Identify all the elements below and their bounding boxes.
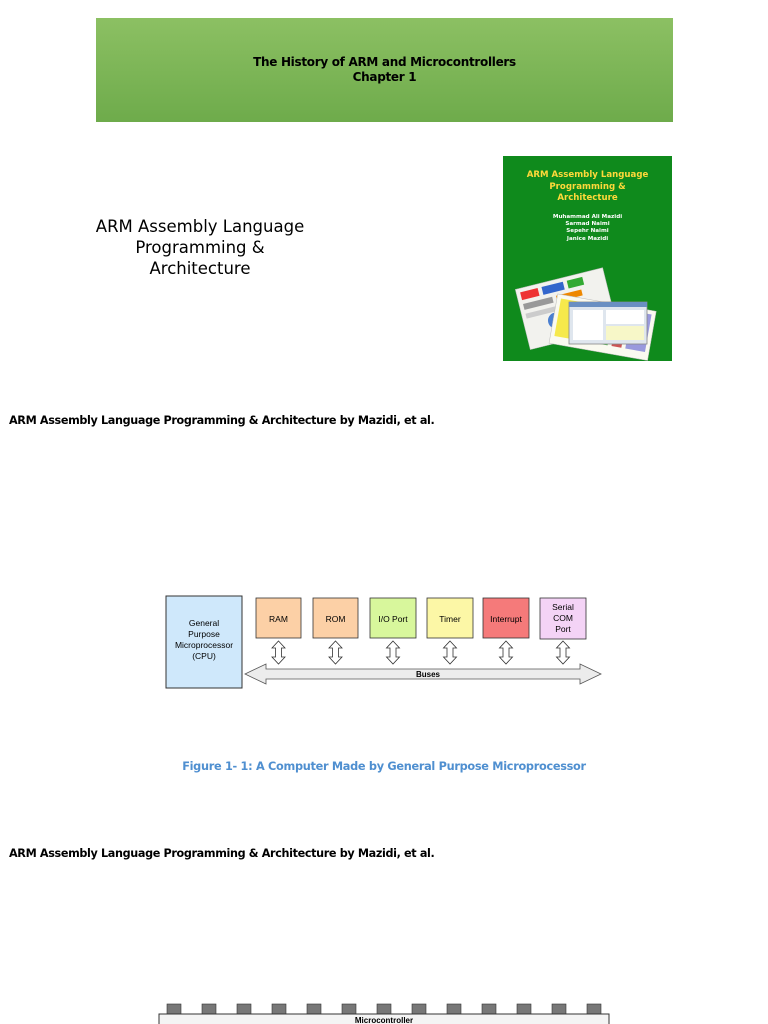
cpu-box: [165, 595, 243, 689]
serial-com-box: [539, 597, 587, 640]
bus-label: Buses: [416, 670, 441, 679]
cover-title: ARM Assembly Language Programming & Arch…: [503, 170, 672, 205]
source-caption-1: ARM Assembly Language Programming & Arch…: [9, 414, 435, 427]
chapter-banner: The History of ARM and Microcontrollers …: [96, 18, 673, 122]
cover-authors: Muhammad Ali Mazidi Sarmad Naimi Sepehr …: [503, 214, 672, 243]
source-caption-2: ARM Assembly Language Programming & Arch…: [9, 847, 435, 860]
cover-title-line-1: ARM Assembly Language: [526, 170, 649, 180]
serial-bus-arrow: [555, 640, 571, 665]
cover-author-1: Muhammad Ali Mazidi: [552, 214, 623, 220]
chapter-number: Chapter 1: [352, 70, 417, 84]
microcontroller-pins: [166, 1003, 602, 1015]
timer-box: [426, 597, 474, 639]
serial-label-2: COM: [553, 613, 573, 623]
rom-label: ROM: [326, 614, 346, 624]
serial-label-3: Port: [555, 624, 571, 634]
book-title-line-1: ARM Assembly Language: [95, 217, 305, 236]
ram-label: RAM: [269, 614, 288, 624]
timer-label: Timer: [439, 614, 461, 624]
cover-author-3: Sepehr Naimi: [566, 228, 609, 235]
cover-author-4: Janice Mazidi: [566, 235, 609, 242]
interrupt-label: Interrupt: [490, 614, 522, 624]
rom-box: [312, 597, 359, 639]
book-title-line-2: Programming &: [135, 238, 265, 257]
cpu-label-3: Microprocessor: [175, 640, 233, 650]
figure-1-diagram: General Purpose Microprocessor (CPU) RAM…: [165, 595, 602, 689]
cpu-label-2: Purpose: [188, 629, 220, 639]
ram-box: [255, 597, 302, 639]
cover-title-line-3: Architecture: [557, 193, 618, 203]
cpu-label-1: General: [189, 618, 219, 628]
book-title: ARM Assembly Language Programming & Arch…: [90, 216, 310, 279]
microcontroller-box: [158, 1013, 610, 1024]
microcontroller-label: Microcontroller: [355, 1016, 413, 1024]
microcontroller-diagram: Microcontroller: [158, 1003, 610, 1024]
interrupt-bus-arrow: [498, 640, 514, 665]
cpu-label-4: (CPU): [192, 651, 216, 661]
io-port-label: I/O Port: [378, 614, 408, 624]
book-title-line-3: Architecture: [149, 259, 251, 278]
ram-bus-arrow: [271, 640, 286, 665]
rom-bus-arrow: [328, 640, 343, 665]
figure-1-caption: Figure 1- 1: A Computer Made by General …: [182, 760, 586, 773]
timer-bus-arrow: [442, 640, 458, 665]
bus-arrow: [244, 663, 602, 685]
io-port-box: [369, 597, 417, 639]
cover-illustration: [514, 267, 657, 361]
chapter-title: The History of ARM and Microcontrollers: [253, 55, 516, 69]
cover-author-2: Sarmad Naimi: [565, 221, 610, 228]
cover-title-line-2: Programming &: [549, 181, 626, 192]
book-cover-image: ARM Assembly Language Programming & Arch…: [503, 156, 672, 361]
interrupt-box: [482, 597, 530, 639]
io-bus-arrow: [385, 640, 401, 665]
serial-label-1: Serial: [552, 602, 574, 612]
